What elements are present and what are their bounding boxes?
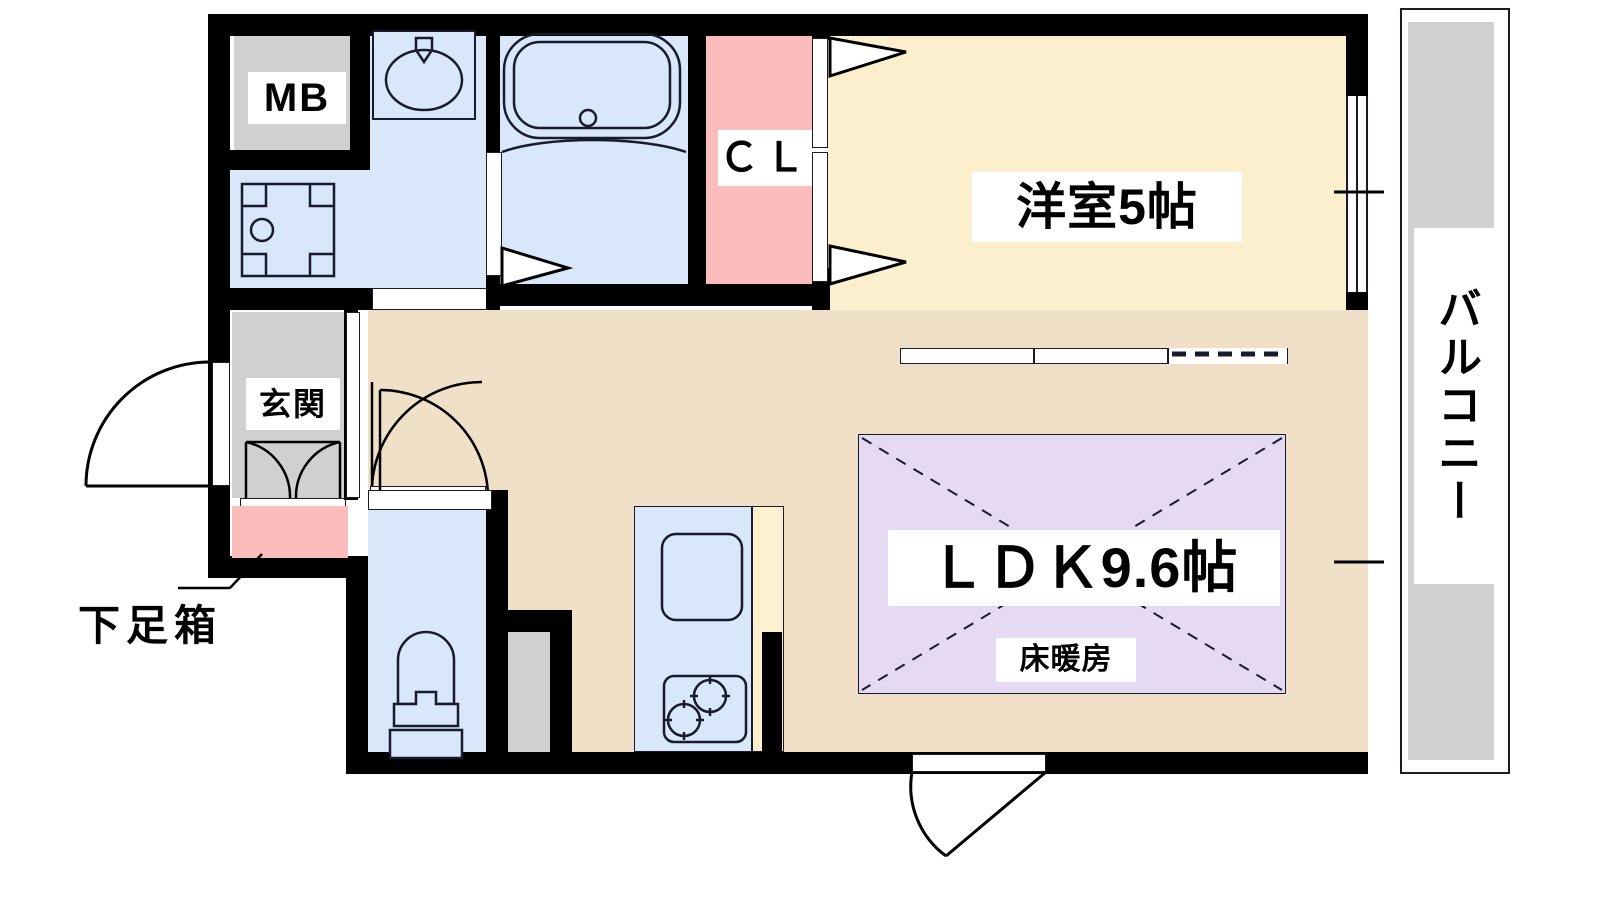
closet-wall-bottom	[688, 284, 830, 306]
exterior-wall-shoe-bottom	[208, 556, 368, 578]
ldk-exterior-door-leaf[interactable]	[912, 754, 1046, 772]
kitchen-unit	[634, 506, 752, 752]
closet-label: ＣＬ	[718, 130, 812, 186]
bathroom-door[interactable]	[486, 152, 502, 276]
main-entrance-door-leaf[interactable]	[212, 362, 230, 486]
hall-floor-left	[368, 310, 508, 490]
shoe-box-label: 下足箱	[77, 602, 222, 649]
entrance-label: 玄関	[246, 378, 340, 430]
bathroom-wall-left-upper	[486, 14, 500, 154]
closet-door-leaf-upper[interactable]	[812, 38, 828, 148]
washbasin-counter	[372, 30, 476, 120]
bathroom-wall-bottom	[486, 284, 690, 306]
bedroom-sliding-door-panel-2[interactable]	[1034, 348, 1168, 364]
exterior-wall-right-upper	[1346, 14, 1368, 96]
exterior-wall-bottom	[346, 752, 1368, 774]
exterior-wall-left-lower	[346, 556, 368, 774]
shoe-box	[232, 506, 348, 558]
bathroom-floor	[500, 36, 688, 284]
entrance-side-panel	[346, 312, 360, 498]
meter-box-wall-right	[350, 36, 370, 150]
exterior-wall-left-upper	[208, 14, 230, 362]
closet-door-leaf-lower[interactable]	[812, 152, 828, 282]
bedroom-label: 洋室5帖	[972, 172, 1242, 242]
exterior-wall-left-shoe	[208, 490, 230, 576]
kitchen-wall-right	[762, 632, 782, 752]
balcony-label: バルコニー	[1414, 228, 1496, 584]
bedroom-window-mullion-upper	[1356, 96, 1358, 292]
floor-heating-label: 床暖房	[996, 638, 1136, 682]
meter-box-label: MB	[248, 72, 346, 124]
meter-box-wall-bottom	[230, 150, 370, 170]
closet-wall-left	[688, 36, 706, 284]
storage-wall-right	[550, 610, 572, 752]
ldk-label: ＬＤＫ9.6帖	[888, 530, 1280, 606]
storage-closet	[508, 632, 550, 752]
bedroom-sliding-door-panel-1[interactable]	[900, 348, 1034, 364]
hall-door-sill[interactable]	[368, 490, 492, 510]
wall-hall-top-left	[208, 288, 232, 310]
